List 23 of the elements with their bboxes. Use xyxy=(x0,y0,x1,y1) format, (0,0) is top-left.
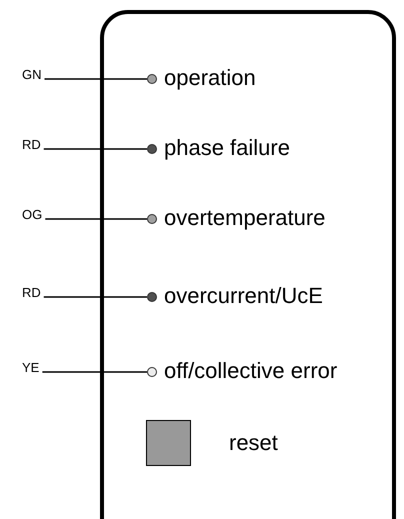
device-panel xyxy=(100,10,396,519)
led-indicator xyxy=(147,144,157,154)
indicator-label: phase failure xyxy=(164,135,290,161)
color-code-label: GN xyxy=(22,67,42,83)
color-code-label: RD xyxy=(22,137,41,153)
connector-line xyxy=(44,148,147,150)
color-code-label: YE xyxy=(22,360,40,376)
indicator-label: operation xyxy=(164,65,256,91)
connector-line xyxy=(45,218,147,220)
led-indicator xyxy=(147,214,157,224)
color-code-label: OG xyxy=(22,207,42,223)
connector-line xyxy=(42,371,147,373)
led-indicator xyxy=(147,367,157,377)
button-label: reset xyxy=(229,430,278,456)
connector-line xyxy=(44,296,147,298)
indicator-label: off/collective error xyxy=(164,358,338,384)
connector-line xyxy=(44,78,147,80)
indicator-label: overcurrent/UcE xyxy=(164,283,323,309)
led-indicator xyxy=(147,292,157,302)
indicator-label: overtemperature xyxy=(164,205,326,231)
led-indicator xyxy=(147,74,157,84)
reset-button xyxy=(146,420,191,466)
color-code-label: RD xyxy=(22,285,41,301)
